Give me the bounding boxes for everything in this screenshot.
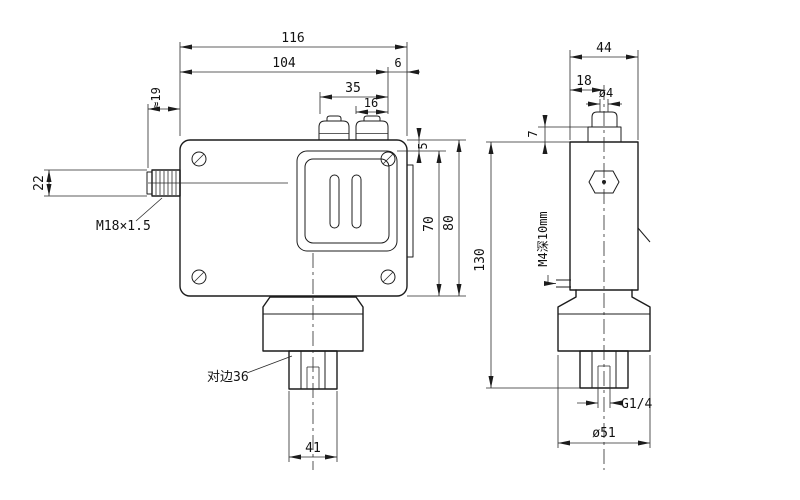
dim-total-width: 116 — [281, 31, 304, 46]
panel-slot — [329, 174, 340, 229]
top-cap — [587, 111, 622, 143]
panel-slot — [351, 174, 362, 229]
front-extension-lines — [44, 42, 466, 462]
front-view-dimensions: 116 104 6 35 16 ≈19 22 5 70 80 41 M18×1.… — [32, 31, 466, 462]
thread-label-leader — [135, 197, 163, 222]
side-tap-hole — [556, 279, 571, 288]
pressure-inlet-stub — [146, 169, 288, 197]
dim-body-width: 104 — [272, 56, 296, 71]
dim-edge-offset: 6 — [394, 56, 401, 70]
dim-top-gap: 5 — [416, 142, 430, 149]
label-pressure-port: M18×1.5 — [96, 219, 151, 234]
label-side-tap: M4深10mm — [536, 211, 550, 266]
screw-icon — [191, 151, 207, 167]
label-hex-flats: 对边36 — [207, 370, 249, 385]
dim-stub-length: ≈19 — [149, 87, 163, 109]
dim-base-width: 41 — [305, 441, 321, 456]
hex-label-leader — [246, 355, 293, 374]
dim-top-hole: ø4 — [599, 86, 613, 100]
dim-caps-span: 35 — [345, 81, 361, 96]
corner-screws — [191, 151, 396, 285]
dim-base-dia: ø51 — [592, 426, 615, 441]
dim-cap-width: 16 — [364, 96, 378, 110]
dim-body-height: 80 — [442, 215, 457, 231]
dim-stub-height: 22 — [32, 175, 47, 191]
front-side-strip — [406, 164, 414, 258]
dim-cap-offset: 18 — [576, 74, 592, 89]
dim-total-height: 130 — [473, 248, 488, 271]
front-body-outline — [179, 139, 408, 297]
dim-panel-height: 70 — [422, 216, 437, 232]
label-bottom-thread: G1/4 — [621, 397, 652, 412]
side-tap-leader — [544, 275, 556, 286]
screw-icon — [380, 269, 396, 285]
side-view-dimensions: 44 18 ø4 7 130 M4深10mm G1/4 ø51 — [473, 41, 652, 448]
side-edge-chamfer — [637, 227, 651, 243]
top-adjustment-caps — [318, 115, 389, 140]
side-view-body — [556, 85, 651, 470]
screw-icon — [191, 269, 207, 285]
dim-cap-height: 7 — [526, 130, 540, 137]
dim-depth: 44 — [596, 41, 612, 56]
front-view: 116 104 6 35 16 ≈19 22 5 70 80 41 M18×1.… — [32, 31, 466, 470]
control-panel — [296, 150, 398, 252]
side-view: 44 18 ø4 7 130 M4深10mm G1/4 ø51 — [473, 41, 652, 470]
front-view-body — [146, 115, 414, 470]
